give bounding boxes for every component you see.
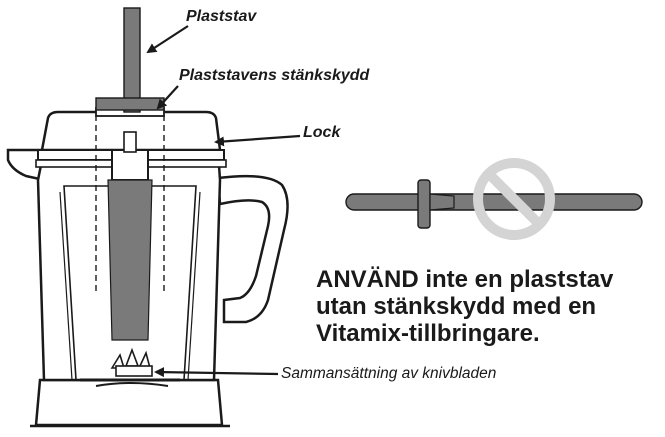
blade-assembly (80, 347, 180, 387)
arrow-lid (214, 134, 301, 147)
tamper-label: Plaststav (186, 8, 257, 25)
blade-assembly-label: Sammansättning av knivbladen (281, 365, 497, 382)
prohibition-icon (473, 158, 555, 240)
arrow-blade (154, 367, 279, 378)
container-handle (216, 174, 289, 324)
tamper-in-container (95, 7, 165, 341)
tamper-without-guard (345, 179, 643, 229)
lid-label: Lock (303, 124, 341, 141)
arrow-tamper (146, 25, 189, 54)
lid-plug (111, 131, 149, 181)
container-spout (6, 148, 46, 182)
warning-line-1: ANVÄND inte en plaststav (316, 266, 614, 293)
arrow-splash-guard (156, 85, 179, 110)
warning-line-2: utan stänkskydd med en (316, 293, 597, 320)
splash-guard-label: Plaststavens stänkskydd (179, 67, 370, 84)
blender-base (30, 378, 230, 428)
warning-text: ANVÄND inte en plaststav utan stänkskydd… (316, 266, 613, 347)
warning-line-3: Vitamix-tillbringare. (316, 320, 540, 347)
